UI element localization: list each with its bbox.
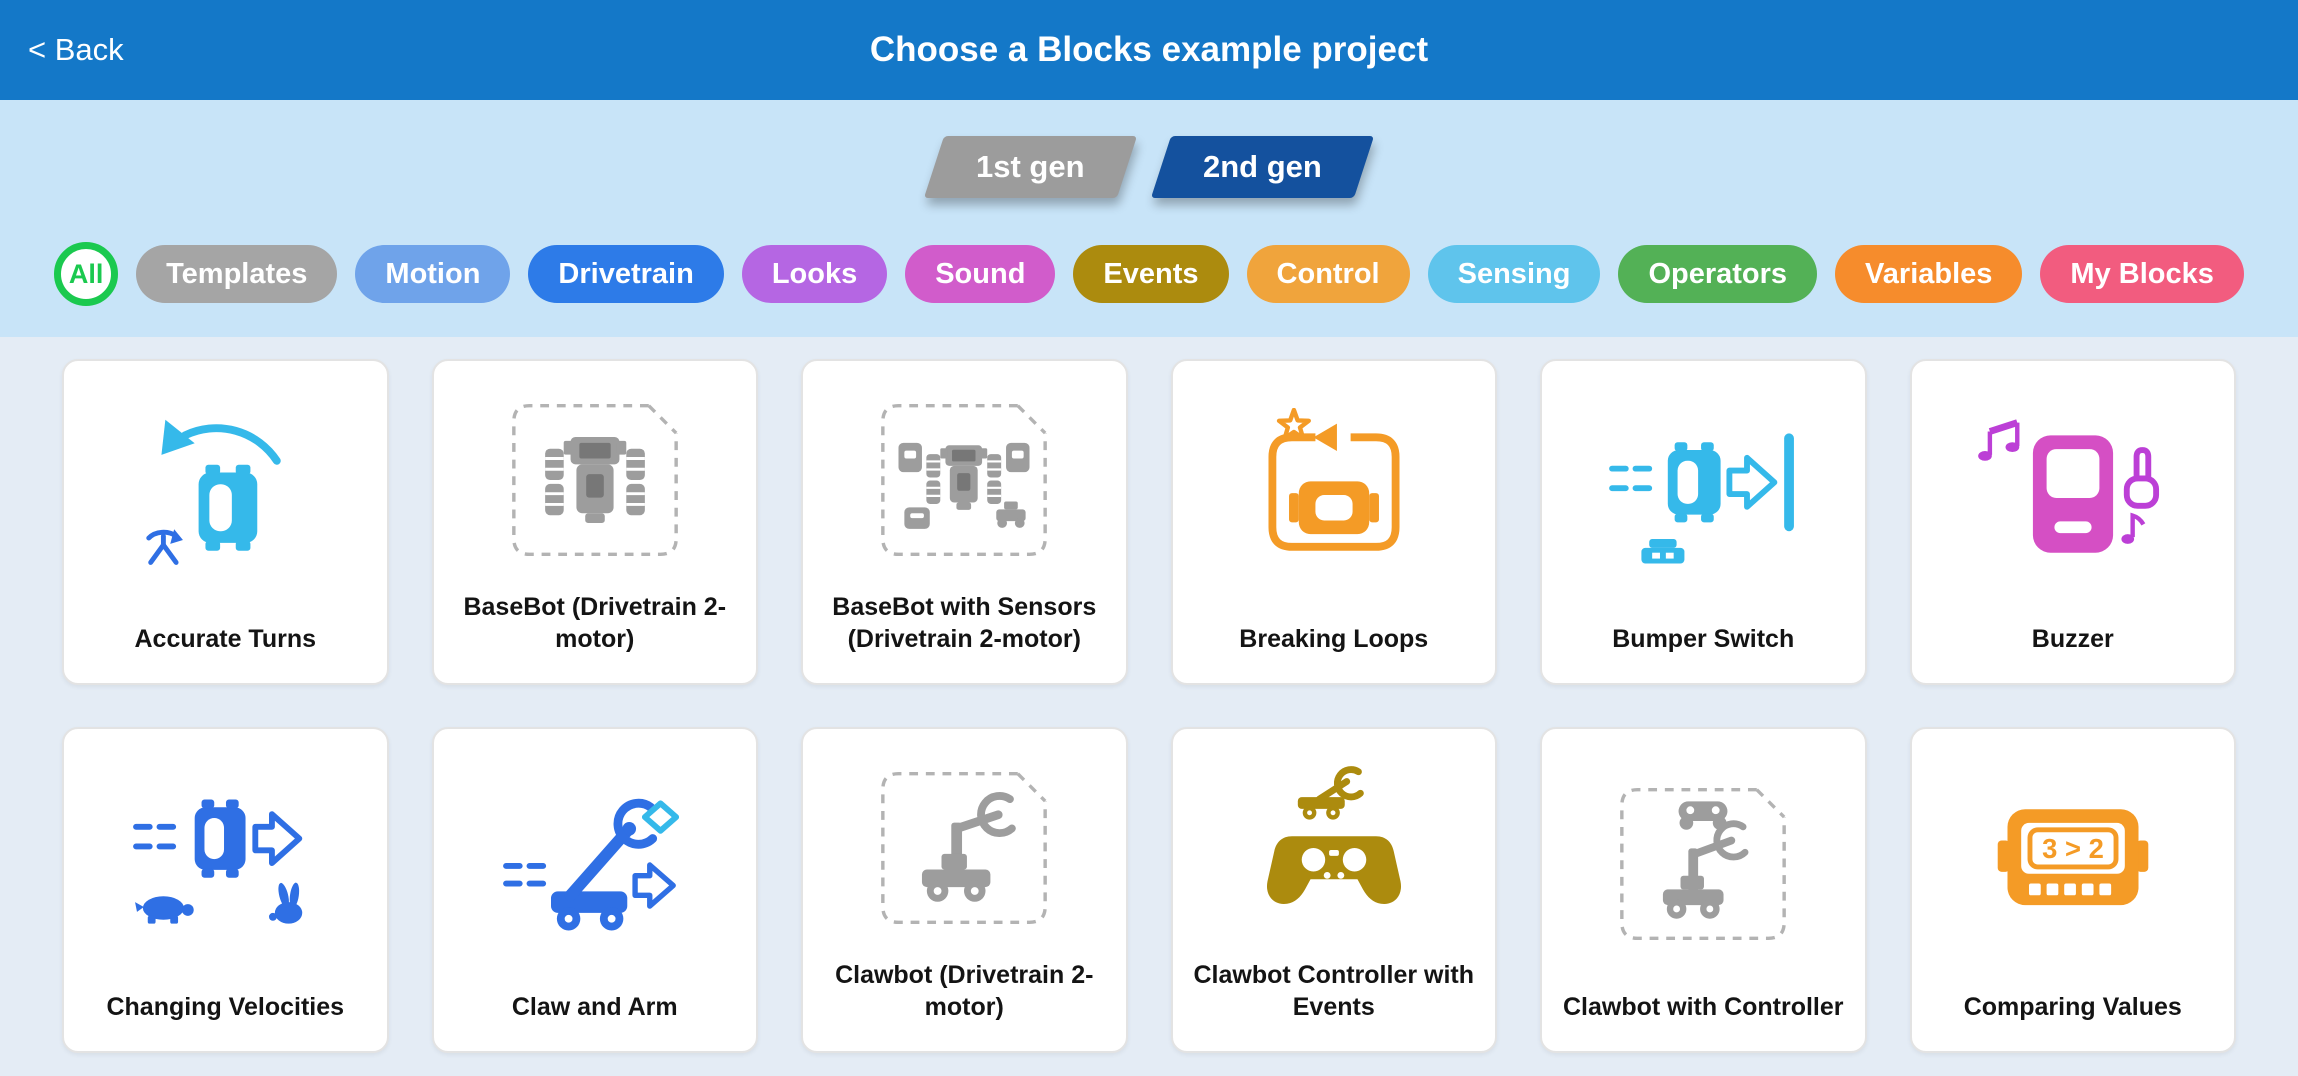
- tab-2nd-gen[interactable]: 2nd gen: [1150, 136, 1374, 198]
- project-cards-grid: Accurate Turns: [0, 337, 2298, 1053]
- project-card-label: BaseBot with Sensors (Drivetrain 2-motor…: [832, 593, 1097, 653]
- filter-events[interactable]: Events: [1073, 245, 1229, 303]
- project-card-accurate-turns[interactable]: Accurate Turns: [62, 359, 389, 685]
- project-card-label: Clawbot with Controller: [1562, 993, 1844, 1021]
- project-card-claw-and-arm[interactable]: Claw and Arm: [431, 727, 758, 1053]
- filter-variables[interactable]: Variables: [1835, 245, 2023, 303]
- tab-1st-gen[interactable]: 1st gen: [924, 136, 1137, 198]
- project-card-comparing-values[interactable]: 3 > 2 Comparing Values: [1909, 727, 2236, 1053]
- filter-templates[interactable]: Templates: [136, 245, 338, 303]
- filter-control[interactable]: Control: [1246, 245, 1410, 303]
- filter-my-blocks[interactable]: My Blocks: [2040, 245, 2244, 303]
- project-card-label: Breaking Loops: [1239, 625, 1429, 653]
- changing-velocities-icon: [122, 729, 328, 991]
- project-card-clawbot[interactable]: Clawbot (Drivetrain 2-motor): [801, 727, 1128, 1053]
- filter-label: Templates: [166, 257, 308, 290]
- clawbot-with-controller-template-icon: [1600, 729, 1806, 991]
- filter-sound[interactable]: Sound: [905, 245, 1056, 303]
- back-button[interactable]: < Back: [28, 32, 124, 67]
- project-card-changing-velocities[interactable]: Changing Velocities: [62, 727, 389, 1053]
- filter-sensing[interactable]: Sensing: [1427, 245, 1601, 303]
- filter-label: Looks: [771, 257, 858, 290]
- project-card-breaking-loops[interactable]: Breaking Loops: [1170, 359, 1497, 685]
- basebot-sensors-template-icon: [861, 361, 1067, 591]
- top-bar: < Back Choose a Blocks example project: [0, 0, 2298, 100]
- tab-1st-gen-label: 1st gen: [976, 149, 1085, 184]
- filter-motion[interactable]: Motion: [355, 245, 511, 303]
- clawbot-template-icon: [861, 729, 1067, 959]
- filter-drivetrain[interactable]: Drivetrain: [528, 245, 724, 303]
- basebot-template-icon: [492, 361, 698, 591]
- project-card-label: Claw and Arm: [511, 993, 678, 1021]
- project-card-label: Comparing Values: [1963, 993, 2182, 1021]
- project-card-label: BaseBot (Drivetrain 2-motor): [463, 593, 727, 653]
- filter-label: Drivetrain: [558, 257, 694, 290]
- filter-label: Operators: [1648, 257, 1788, 290]
- project-card-basebot[interactable]: BaseBot (Drivetrain 2-motor): [431, 359, 758, 685]
- filter-label: Sound: [935, 257, 1026, 290]
- filter-label: Control: [1276, 257, 1380, 290]
- project-card-label: Accurate Turns: [134, 625, 317, 653]
- breaking-loops-icon: [1231, 361, 1437, 623]
- page-title: Choose a Blocks example project: [869, 30, 1429, 69]
- bumper-switch-icon: [1600, 361, 1806, 623]
- comparing-values-display: 3 > 2: [2042, 833, 2104, 864]
- project-card-clawbot-with-controller[interactable]: Clawbot with Controller: [1540, 727, 1867, 1053]
- project-card-buzzer[interactable]: Buzzer: [1909, 359, 2236, 685]
- filter-looks[interactable]: Looks: [741, 245, 888, 303]
- category-filters: All Templates Motion Drivetrain Looks So…: [0, 242, 2298, 306]
- claw-and-arm-icon: [492, 729, 698, 991]
- project-card-basebot-sensors[interactable]: BaseBot with Sensors (Drivetrain 2-motor…: [801, 359, 1128, 685]
- project-card-clawbot-controller-events[interactable]: Clawbot Controller with Events: [1170, 727, 1497, 1053]
- project-card-label: Bumper Switch: [1612, 625, 1795, 653]
- project-card-label: Clawbot Controller with Events: [1193, 961, 1475, 1021]
- clawbot-controller-events-icon: [1231, 729, 1437, 959]
- filter-band: 1st gen 2nd gen All Templates Motion Dri…: [0, 100, 2298, 337]
- filter-label: Motion: [385, 257, 481, 290]
- accurate-turns-icon: [122, 361, 328, 623]
- project-card-label: Changing Velocities: [106, 993, 345, 1021]
- tab-2nd-gen-label: 2nd gen: [1202, 149, 1322, 184]
- filter-label: My Blocks: [2070, 257, 2214, 290]
- buzzer-icon: [1970, 361, 2176, 623]
- filter-all[interactable]: All: [54, 242, 119, 306]
- filter-label: Events: [1103, 257, 1199, 290]
- comparing-values-icon: 3 > 2: [1970, 729, 2176, 991]
- project-card-label: Buzzer: [2031, 625, 2114, 653]
- gen-tabs: 1st gen 2nd gen: [0, 136, 2298, 198]
- project-card-bumper-switch[interactable]: Bumper Switch: [1540, 359, 1867, 685]
- project-card-label: Clawbot (Drivetrain 2-motor): [835, 961, 1094, 1021]
- filter-all-label: All: [68, 258, 104, 289]
- filter-operators[interactable]: Operators: [1618, 245, 1818, 303]
- filter-label: Sensing: [1457, 257, 1571, 290]
- filter-label: Variables: [1865, 257, 1993, 290]
